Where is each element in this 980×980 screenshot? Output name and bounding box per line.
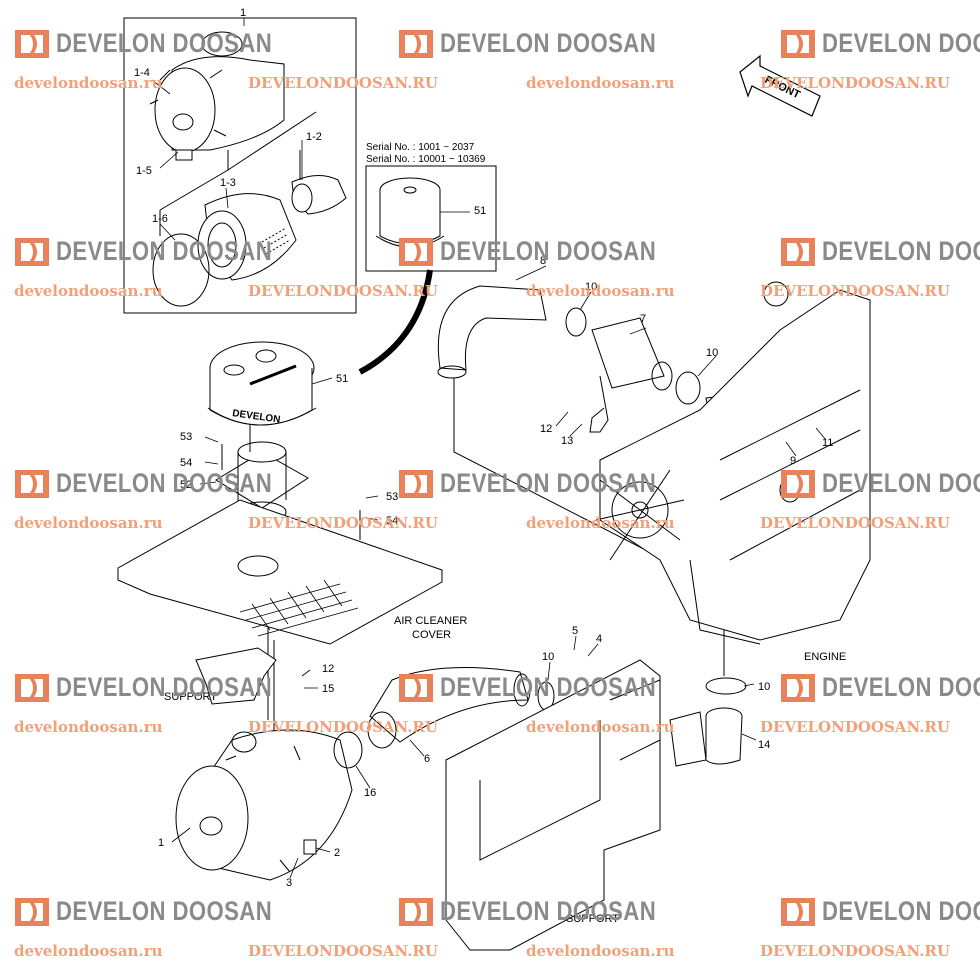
develon-mark-icon [15,897,49,926]
watermark-brand-text: DEVELON DOOSAN [440,896,657,926]
watermark-brand-text: DEVELON DOOSAN [822,468,980,498]
develon-mark-icon [15,469,49,498]
watermark-logo: DEVELON DOOSAN [398,896,704,927]
cover-plate-grid [239,579,359,637]
adaptor-duct-illustration [215,441,309,523]
watermark-logo: DEVELON DOOSAN [398,236,704,267]
develon-mark-icon [781,469,815,498]
develon-mark-icon [15,29,49,58]
watermark-url: develondoosan.ru [14,514,163,532]
watermark-logo: DEVELON DOOSAN [780,28,980,59]
watermark-brand-text: DEVELON DOOSAN [56,672,273,702]
watermark-url: DEVELONDOOSAN.RU [248,718,438,736]
watermark-logo: DEVELON DOOSAN [780,236,980,267]
inner-filter-element-illustration [291,175,347,215]
support-bracket-left-illustration [195,647,277,705]
bracket-13-illustration [589,375,609,433]
watermark-logo: DEVELON DOOSAN [780,672,980,703]
watermark-brand-text: DEVELON DOOSAN [822,236,980,266]
watermark-url: develondoosan.ru [526,718,675,736]
watermark-logo: DEVELON DOOSAN [398,468,704,499]
support-frame-illustration [445,659,661,951]
watermark-brand-text: DEVELON DOOSAN [822,896,980,926]
inset-pointer-arrow [358,269,433,375]
watermark-url: develondoosan.ru [526,514,675,532]
inset-cover-illustration [375,177,445,248]
clamp-10a-illustration [565,307,587,337]
cover-plate-illustration [117,499,443,645]
watermark-logo: DEVELON DOOSAN [14,672,320,703]
watermark-brand-text: DEVELON DOOSAN [440,672,657,702]
clamp-10d-illustration [705,677,747,695]
watermark-logo: DEVELON DOOSAN [14,236,320,267]
develon-mark-icon [15,673,49,702]
watermark-url: DEVELONDOOSAN.RU [760,514,950,532]
pipe-7-illustration [591,317,673,391]
watermark-url: develondoosan.ru [526,942,675,960]
watermark-url: DEVELONDOOSAN.RU [760,74,950,92]
watermark-url: develondoosan.ru [14,282,163,300]
watermark-brand-text: DEVELON DOOSAN [822,28,980,58]
watermark-logo: DEVELON DOOSAN [780,896,980,927]
o-ring-illustration [152,233,210,307]
watermark-logo: DEVELON DOOSAN [780,468,980,499]
develon-mark-icon [399,469,433,498]
watermark-brand-text: DEVELON DOOSAN [440,236,657,266]
watermark-brand-text: DEVELON DOOSAN [56,28,273,58]
clamp-16-illustration [333,731,363,769]
develon-mark-icon [399,897,433,926]
watermark-url: develondoosan.ru [526,74,675,92]
elbow-duct-illustration [669,707,743,767]
air-cleaner-assembly-illustration [175,729,353,881]
watermark-brand-text: DEVELON DOOSAN [56,468,273,498]
watermark-logo: DEVELON DOOSAN [14,28,320,59]
develon-mark-icon [781,237,815,266]
watermark-url: DEVELONDOOSAN.RU [760,282,950,300]
watermark-brand-text: DEVELON DOOSAN [440,28,657,58]
clamp-10b-illustration [675,371,701,405]
upper-hose-8-illustration [437,285,547,379]
outer-filter-element-illustration [197,193,297,281]
watermark-url: DEVELONDOOSAN.RU [248,74,438,92]
develon-mark-icon [399,237,433,266]
watermark-url: DEVELONDOOSAN.RU [760,942,950,960]
watermark-brand-text: DEVELON DOOSAN [56,236,273,266]
watermark-brand-text: DEVELON DOOSAN [822,672,980,702]
watermark-url: develondoosan.ru [526,282,675,300]
develon-mark-icon [399,29,433,58]
develon-mark-icon [781,673,815,702]
front-arrow [739,54,821,117]
watermark-url: DEVELONDOOSAN.RU [248,942,438,960]
watermark-logo: DEVELON DOOSAN [398,672,704,703]
watermark-url: develondoosan.ru [14,942,163,960]
watermark-logo: DEVELON DOOSAN [398,28,704,59]
watermark-url: develondoosan.ru [14,718,163,736]
watermark-logo: DEVELON DOOSAN [14,896,320,927]
watermark-url: DEVELONDOOSAN.RU [248,514,438,532]
watermark-brand-text: DEVELON DOOSAN [440,468,657,498]
develon-mark-icon [15,237,49,266]
watermark-logo: DEVELON DOOSAN [14,468,320,499]
watermark-url: DEVELONDOOSAN.RU [760,718,950,736]
engine-illustration [595,281,871,645]
watermark-brand-text: DEVELON DOOSAN [56,896,273,926]
air-cleaner-cover-illustration [207,341,317,426]
watermark-url: develondoosan.ru [14,74,163,92]
air-cleaner-detail-box [123,17,357,314]
watermark-url: DEVELONDOOSAN.RU [248,282,438,300]
air-cleaner-housing-illustration [149,31,285,161]
develon-mark-icon [781,29,815,58]
develon-mark-icon [781,897,815,926]
develon-mark-icon [399,673,433,702]
